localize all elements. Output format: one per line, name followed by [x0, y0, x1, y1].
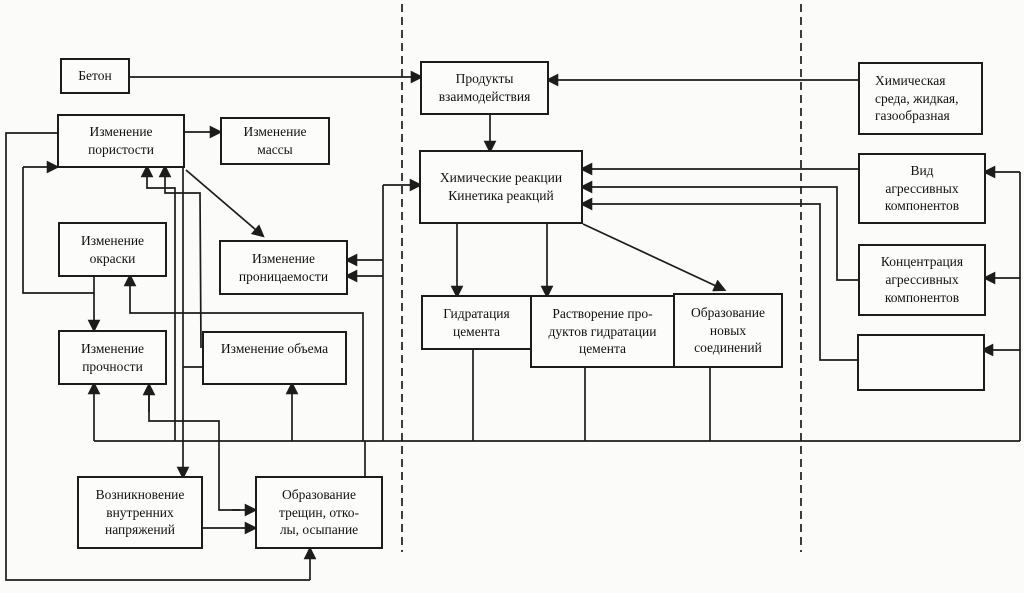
box-volume-change: Изменение объема [202, 331, 347, 385]
box-empty [857, 334, 985, 391]
box-new-compounds-label: Образование новых соединений [691, 304, 765, 356]
box-cement-hydration-label: Гидратация цемента [443, 305, 510, 339]
box-hydrate-dissolution-label: Растворение про- дуктов гидратации цемен… [548, 305, 657, 357]
box-permeability-change: Изменение проницаемости [219, 240, 348, 295]
box-aggressive-type: Вид агрессивных компонентов [858, 153, 986, 224]
box-mass-change: Изменение массы [220, 117, 330, 165]
box-crack-formation-label: Образование трещин, отко- лы, осыпание [279, 486, 359, 538]
box-aggressive-concentration-label: Концентрация агрессивных компонентов [880, 254, 964, 305]
box-chemical-environment: Химическая среда, жидкая, газообразная [858, 62, 983, 135]
box-crack-formation: Образование трещин, отко- лы, осыпание [255, 476, 383, 549]
box-chemical-environment-label: Химическая среда, жидкая, газообразная [875, 72, 959, 124]
box-strength-change-label: Изменение прочности [80, 340, 145, 374]
box-porosity-change: Изменение пористости [57, 114, 185, 168]
box-concrete: Бетон [60, 58, 130, 94]
box-interaction-products-label: Продукты взаимодействия [438, 71, 531, 104]
box-new-compounds: Образование новых соединений [673, 293, 783, 368]
box-concrete-label: Бетон [78, 68, 112, 84]
box-volume-change-label: Изменение объема [220, 341, 329, 356]
box-porosity-change-label: Изменение пористости [88, 124, 154, 157]
box-permeability-change-label: Изменение проницаемости [238, 250, 329, 284]
box-cement-hydration: Гидратация цемента [421, 295, 532, 350]
box-internal-stress-label: Возникновение внутренних напряжений [95, 486, 185, 538]
box-chemical-reactions-label: Химические реакции Кинетика реакций [439, 170, 563, 203]
box-aggressive-concentration: Концентрация агрессивных компонентов [858, 244, 986, 316]
box-color-change-label: Изменение окраски [80, 232, 145, 266]
box-aggressive-type-label: Вид агрессивных компонентов [884, 162, 960, 214]
box-strength-change: Изменение прочности [58, 330, 167, 385]
box-color-change: Изменение окраски [58, 222, 167, 277]
box-interaction-products: Продукты взаимодействия [420, 61, 549, 115]
box-chemical-reactions: Химические реакции Кинетика реакций [419, 150, 583, 224]
box-hydrate-dissolution: Растворение про- дуктов гидратации цемен… [530, 295, 675, 368]
box-mass-change-label: Изменение массы [243, 124, 307, 157]
box-internal-stress: Возникновение внутренних напряжений [77, 476, 203, 549]
